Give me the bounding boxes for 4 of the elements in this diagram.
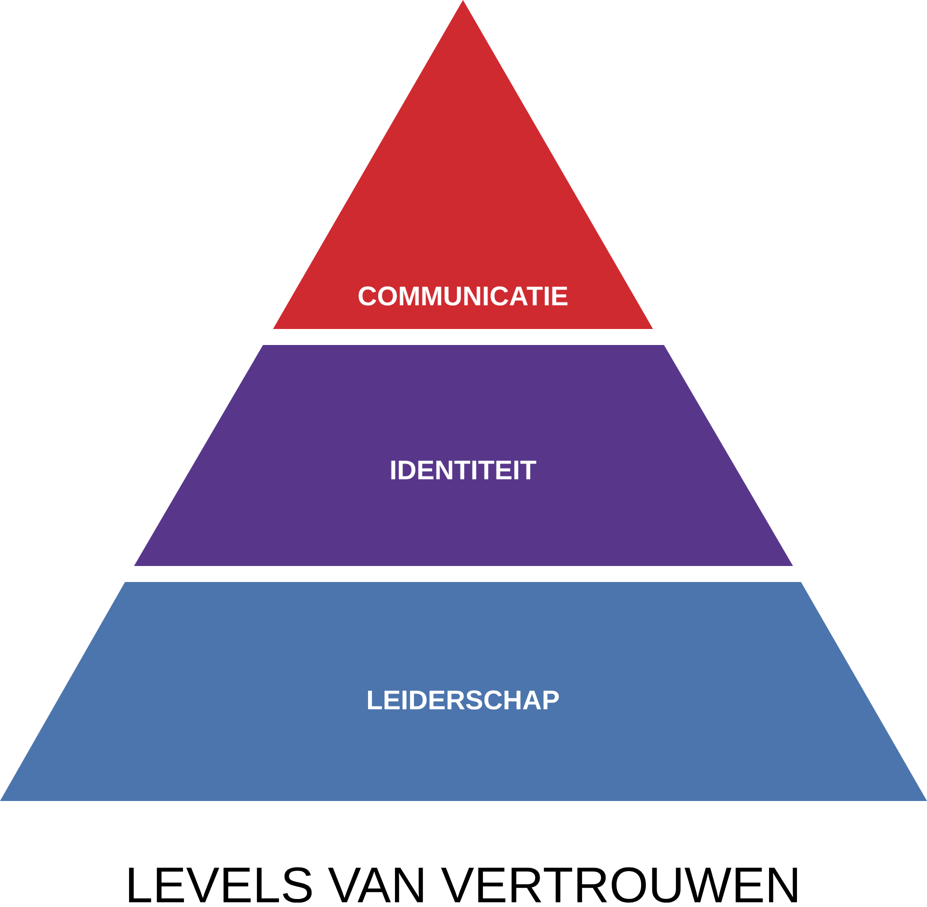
pyramid-level: IDENTITEIT: [134, 344, 793, 566]
pyramid-level: COMMUNICATIE: [273, 0, 653, 329]
pyramid-level: LEIDERSCHAP: [0, 582, 927, 801]
caption: LEVELS VAN VERTROUWEN: [129, 867, 797, 903]
